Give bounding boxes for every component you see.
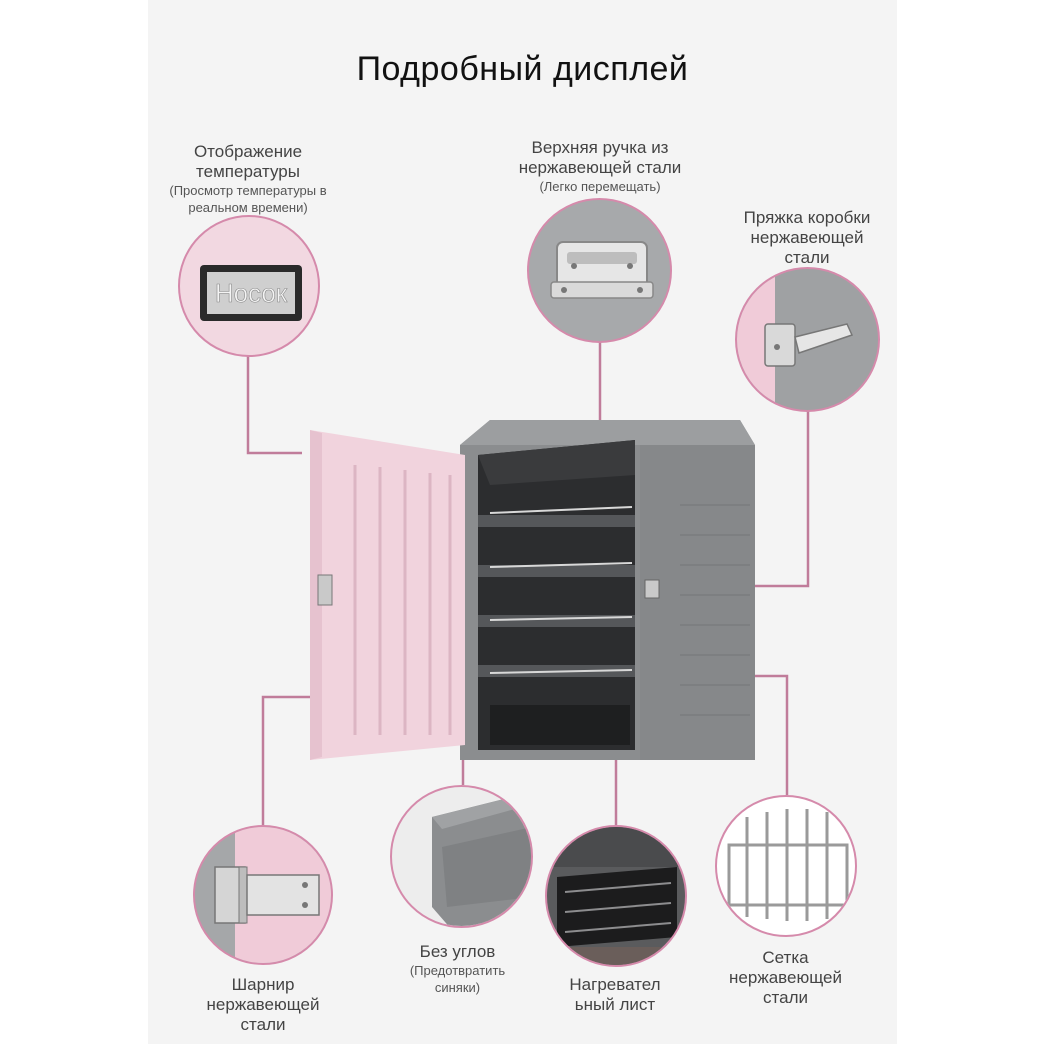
circle-handle <box>527 198 672 343</box>
circle-grid <box>715 795 857 937</box>
box-body <box>452 420 755 760</box>
wire-grid-icon <box>727 809 849 921</box>
label-heater: Нагревател ьный лист <box>569 975 661 1014</box>
circle-buckle <box>735 267 880 412</box>
label-grid: Сетка нержавеющей стали <box>729 948 842 1007</box>
label-handle: Верхняя ручка из нержавеющей стали (Легк… <box>518 138 682 194</box>
door <box>310 430 465 760</box>
hinge-icon <box>214 827 331 963</box>
circle-temperature-display: Носок <box>178 215 320 357</box>
label-corners: Без углов (Предотвратить синяки) <box>409 942 506 995</box>
heater-plate-icon <box>547 827 685 965</box>
label-hinge: Шарнир нержавеющей стали <box>206 975 320 1034</box>
rounded-corner-icon <box>432 797 531 926</box>
page-title: Подробный дисплей <box>356 50 689 88</box>
label-buckle: Пряжка коробки нержавеющей стали <box>743 208 871 267</box>
buckle-icon <box>737 269 854 410</box>
circle-heater <box>545 825 687 967</box>
circle-corners <box>390 785 533 928</box>
display-text: Носок <box>215 278 288 308</box>
label-temperature: Отображение температуры (Просмотр темпер… <box>169 142 327 215</box>
circle-hinge <box>193 825 333 965</box>
handle-icon <box>550 241 654 299</box>
food-box-image <box>310 420 755 760</box>
temperature-display-icon: Носок <box>200 265 302 321</box>
